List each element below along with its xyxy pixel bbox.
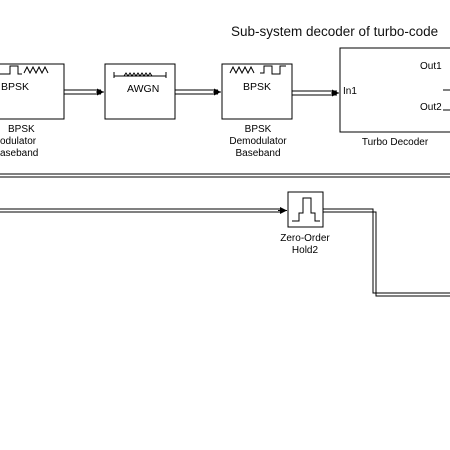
modulator-caption: BPSK odulator aseband bbox=[0, 124, 39, 159]
demodulator-caption: BPSK Demodulator Baseband bbox=[229, 124, 287, 159]
waveform-icon bbox=[0, 65, 49, 75]
diagram-title: Sub-system decoder of turbo-code bbox=[231, 24, 439, 39]
turbo-in-port: In1 bbox=[343, 86, 357, 97]
turbo-decoder-caption: Turbo Decoder bbox=[361, 137, 429, 148]
turbo-out-port-1: Out1 bbox=[420, 61, 442, 72]
turbo-decoder-block[interactable] bbox=[339, 47, 450, 133]
signal-lines bbox=[0, 88, 450, 297]
awgn-block[interactable] bbox=[104, 63, 176, 120]
modulator-block-text: BPSK bbox=[1, 81, 30, 93]
step-icon bbox=[292, 197, 320, 222]
bpsk-modulator-block[interactable] bbox=[0, 63, 65, 120]
noise-channel-icon bbox=[113, 72, 167, 78]
zero-order-hold-block[interactable] bbox=[287, 191, 324, 228]
zero-order-hold-caption: Zero-Order Hold2 bbox=[280, 233, 330, 256]
demodulator-block-text: BPSK bbox=[243, 81, 272, 93]
bpsk-demodulator-block[interactable] bbox=[221, 63, 293, 120]
waveform-icon bbox=[229, 65, 286, 75]
turbo-out-port-2: Out2 bbox=[420, 102, 442, 113]
awgn-block-text: AWGN bbox=[127, 83, 160, 95]
